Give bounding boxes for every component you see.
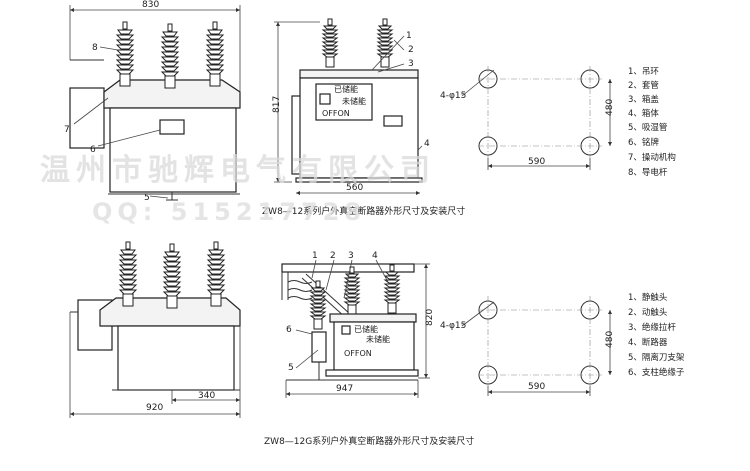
- bottom-mounting-width-dim: 590: [528, 382, 545, 392]
- bottom-legend-item: 4、断路器: [628, 337, 668, 348]
- top-mounting-width-dim: 590: [528, 157, 545, 167]
- top-front-view: 830 8 7 6 5: [64, 0, 241, 203]
- bottom-front-width-dim: 920: [146, 403, 163, 413]
- bottom-side-nameplate-line2: 未储能: [366, 334, 390, 344]
- top-side-label-1: 1: [406, 31, 412, 41]
- bottom-side-nameplate-status: OFFON: [344, 349, 372, 358]
- top-side-height-dim: 817: [272, 96, 282, 113]
- bottom-side-label-4: 4: [372, 251, 378, 261]
- bottom-legend-item: 2、动触头: [628, 307, 668, 318]
- top-legend-item: 8、导电杆: [628, 167, 668, 178]
- bottom-legend-item: 3、绝缘拉杆: [628, 322, 676, 333]
- bottom-front-view: 340 920: [69, 241, 241, 418]
- watermark-qq: QQ: 515217728: [92, 198, 366, 226]
- bottom-hole-spec: 4-φ15: [440, 321, 466, 331]
- bottom-caption: ZW8—12G系列户外真空断路器外形尺寸及安装尺寸: [264, 435, 474, 447]
- top-caption: ZW8—12系列户外真空断路器外形尺寸及安装尺寸: [262, 205, 465, 217]
- watermark-company: 温州市驰辉电气有限公司: [40, 153, 436, 188]
- top-side-nameplate-line1: 已储能: [334, 84, 358, 94]
- top-side-label-2: 2: [408, 45, 414, 55]
- bottom-front-offset-dim: 340: [198, 391, 215, 401]
- top-front-label-7: 7: [64, 125, 70, 135]
- bottom-side-label-1: 1: [312, 251, 318, 261]
- top-side-label-3: 3: [408, 59, 414, 69]
- top-side-nameplate-line2: 未储能: [342, 96, 366, 106]
- top-side-nameplate-status: OFFON: [322, 109, 350, 118]
- bottom-side-label-2: 2: [330, 251, 336, 261]
- bottom-side-view: 已储能 未储能 OFFON 820 947 1 2 3 4 6 5: [281, 251, 435, 398]
- bottom-legend-item: 6、支柱绝缘子: [628, 367, 685, 378]
- top-front-label-8: 8: [92, 43, 98, 53]
- top-legend: 1、吊环 2、套管 3、箱盖 4、箱体 5、吸湿管 6、铭牌 7、操动机构 8、…: [628, 67, 676, 178]
- top-side-label-4: 4: [424, 139, 430, 149]
- top-legend-item: 3、箱盖: [628, 94, 659, 105]
- bottom-side-height-dim: 820: [425, 309, 435, 326]
- top-legend-item: 7、操动机构: [628, 152, 676, 163]
- top-front-label-6: 6: [90, 145, 96, 155]
- bottom-side-width-dim: 947: [336, 384, 353, 394]
- bottom-side-label-3: 3: [348, 251, 354, 261]
- top-legend-item: 5、吸湿管: [628, 122, 667, 133]
- top-mounting-pattern: 4-φ15 480 590: [440, 66, 615, 170]
- bottom-legend-item: 1、静触头: [628, 292, 668, 303]
- bottom-side-nameplate-line1: 已储能: [354, 324, 378, 334]
- top-side-view: 817 已储能 未储能 OFFON 560 1 2 3 4: [272, 18, 430, 195]
- top-legend-item: 6、铭牌: [628, 137, 659, 148]
- top-legend-item: 2、套管: [628, 80, 659, 91]
- bottom-side-label-5: 5: [288, 363, 294, 373]
- top-legend-item: 1、吊环: [628, 67, 659, 77]
- top-front-width-dim: 830: [142, 0, 159, 10]
- bottom-side-label-6: 6: [286, 325, 292, 335]
- bottom-mounting-height-dim: 480: [605, 331, 615, 348]
- top-front-label-5: 5: [144, 193, 150, 203]
- bottom-legend-item: 5、隔离刀支架: [628, 352, 685, 363]
- top-mounting-height-dim: 480: [605, 99, 615, 116]
- top-legend-item: 4、箱体: [628, 108, 659, 119]
- bottom-mounting-pattern: 4-φ15 480 590: [440, 296, 615, 396]
- top-hole-spec: 4-φ15: [440, 91, 466, 101]
- top-side-width-dim: 560: [346, 183, 363, 193]
- bottom-legend: 1、静触头 2、动触头 3、绝缘拉杆 4、断路器 5、隔离刀支架 6、支柱绝缘子: [628, 292, 685, 378]
